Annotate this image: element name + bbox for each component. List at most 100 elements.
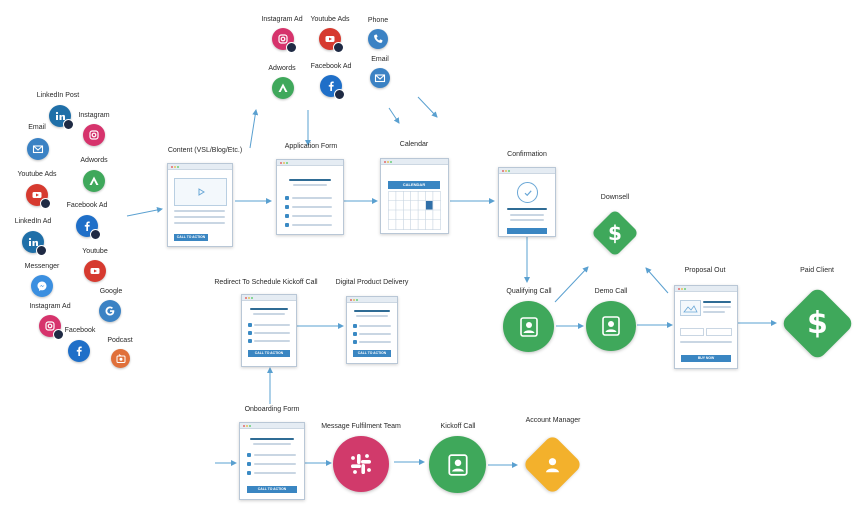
source-linkedin-post[interactable]: [49, 105, 74, 130]
source-podcast[interactable]: [111, 349, 130, 368]
envelope-icon: [374, 74, 386, 83]
source-youtube[interactable]: [84, 260, 106, 282]
label-top-facebook-ad: Facebook Ad: [310, 63, 352, 70]
label-content: Content (VSL/Blog/Etc.): [167, 147, 243, 154]
source-email[interactable]: [27, 138, 49, 160]
label-application-form: Application Form: [284, 143, 338, 150]
top-source-facebook-ad[interactable]: [320, 75, 345, 100]
label-message-team: Message Fulfilment Team: [321, 423, 401, 430]
label-confirmation: Confirmation: [507, 151, 547, 158]
confirmation-page[interactable]: [498, 167, 556, 237]
adwords-icon: [89, 176, 99, 185]
person-portrait-icon: [447, 453, 468, 476]
onboarding-cta-button[interactable]: CALL TO ACTION: [247, 486, 297, 493]
linkedin-icon: [55, 111, 65, 120]
play-icon: [198, 188, 205, 196]
facebook-icon: [76, 346, 82, 356]
proposal-page[interactable]: BUY NOW: [674, 285, 738, 369]
label-facebook: Facebook: [64, 327, 96, 334]
label-top-instagram-ad: Instagram Ad: [261, 16, 303, 23]
content-cta-button[interactable]: CALL TO ACTION: [174, 234, 208, 241]
adwords-icon: [278, 83, 288, 92]
label-digital-delivery: Digital Product Delivery: [335, 279, 409, 286]
calendar-page[interactable]: CALENDAR: [380, 158, 449, 234]
source-messenger[interactable]: [31, 275, 53, 297]
top-source-instagram-ad[interactable]: [272, 28, 297, 53]
youtube-play-icon: [32, 192, 42, 198]
source-youtube-ads[interactable]: [26, 184, 51, 209]
label-downsell: Downsell: [600, 194, 630, 201]
person-portrait-icon: [519, 316, 538, 337]
label-top-email: Email: [371, 56, 389, 63]
source-adwords[interactable]: [83, 170, 105, 192]
source-facebook[interactable]: [68, 340, 90, 362]
label-email: Email: [28, 124, 46, 131]
label-messenger: Messenger: [24, 263, 60, 270]
source-google[interactable]: [99, 300, 121, 322]
kickoff-call-node[interactable]: [429, 436, 486, 493]
instagram-icon: [89, 130, 99, 140]
source-linkedin-ad[interactable]: [22, 231, 47, 256]
account-manager-node[interactable]: [522, 434, 583, 495]
demo-call-node[interactable]: [586, 301, 636, 351]
youtube-play-icon: [90, 268, 100, 274]
envelope-icon: [32, 145, 44, 154]
label-qualifying-call: Qualifying Call: [506, 288, 552, 295]
label-kickoff-call: Kickoff Call: [440, 423, 476, 430]
application-form-page[interactable]: [276, 159, 344, 235]
instagram-icon: [278, 34, 288, 44]
phone-icon: [374, 34, 383, 43]
redirect-page[interactable]: CALL TO ACTION: [241, 294, 297, 367]
top-source-phone[interactable]: [368, 29, 388, 49]
top-source-email[interactable]: [370, 68, 390, 88]
messenger-icon: [37, 281, 47, 291]
calendar-grid: [388, 191, 441, 230]
arrow-proposal-to-downsell: [645, 267, 669, 294]
badge-icon: [40, 198, 51, 209]
source-instagram-ad[interactable]: [39, 315, 64, 340]
facebook-icon: [84, 221, 90, 231]
arrow-phone-to-calendar: [388, 107, 400, 124]
label-instagram-ad: Instagram Ad: [29, 303, 71, 310]
person-portrait-icon: [602, 316, 620, 336]
label-linkedin-post: LinkedIn Post: [36, 92, 80, 99]
label-account-manager: Account Manager: [525, 417, 581, 424]
proposal-buy-button[interactable]: BUY NOW: [681, 355, 731, 362]
digital-delivery-page[interactable]: CALL TO ACTION: [346, 296, 398, 364]
label-podcast: Podcast: [107, 337, 133, 344]
badge-icon: [90, 229, 101, 240]
linkedin-icon: [28, 237, 38, 246]
label-adwords: Adwords: [80, 157, 108, 164]
badge-icon: [334, 89, 345, 100]
dollar-icon: $: [608, 220, 622, 245]
badge-icon: [286, 42, 297, 53]
label-demo-call: Demo Call: [594, 288, 628, 295]
dollar-icon: $: [807, 306, 828, 341]
message-team-node[interactable]: [333, 436, 389, 492]
slack-icon: [351, 454, 371, 474]
top-source-adwords[interactable]: [272, 77, 294, 99]
label-linkedin-ad: LinkedIn Ad: [14, 218, 52, 225]
podcast-icon: [116, 353, 125, 363]
label-onboarding-form: Onboarding Form: [244, 406, 300, 413]
badge-icon: [53, 329, 64, 340]
label-facebook-ad: Facebook Ad: [66, 202, 108, 209]
user-icon: [543, 455, 563, 475]
label-calendar: Calendar: [399, 141, 429, 148]
qualifying-call-node[interactable]: [503, 301, 554, 352]
source-instagram[interactable]: [83, 124, 105, 146]
digital-cta-button[interactable]: CALL TO ACTION: [353, 350, 391, 357]
label-top-youtube-ads: Youtube Ads: [310, 16, 350, 23]
redirect-cta-button[interactable]: CALL TO ACTION: [248, 350, 290, 357]
content-page[interactable]: CALL TO ACTION: [167, 163, 233, 247]
image-icon: [680, 300, 701, 316]
facebook-icon: [328, 81, 334, 91]
instagram-icon: [45, 321, 55, 331]
source-facebook-ad[interactable]: [76, 215, 101, 240]
badge-icon: [333, 42, 344, 53]
video-player[interactable]: [174, 178, 227, 206]
label-paid-client: Paid Client: [800, 267, 834, 274]
top-source-youtube-ads[interactable]: [319, 28, 344, 53]
onboarding-form-page[interactable]: CALL TO ACTION: [239, 422, 305, 500]
